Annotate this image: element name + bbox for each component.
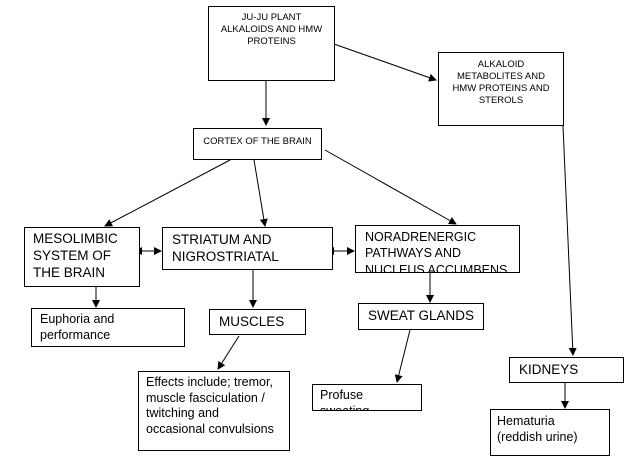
arrow-cortex-to-striatum bbox=[253, 159, 268, 227]
noradrenergic-node: NORADRENERGIC PATHWAYS AND NUCLEUS ACCUM… bbox=[355, 225, 520, 273]
effects-label: Effects include; tremor, muscle fascicul… bbox=[146, 375, 274, 436]
arrow-muscles-to-effects bbox=[217, 335, 240, 370]
muscles-node: MUSCLES bbox=[209, 309, 306, 335]
sweat-glands-label: SWEAT GLANDS bbox=[368, 308, 475, 323]
hematuria-label: Hematuria (reddish urine) bbox=[497, 414, 578, 444]
juju-plant-node: JU-JU PLANT ALKALOIDS AND HMW PROTEINS bbox=[208, 6, 335, 81]
alkaloid-metabolites-label: ALKALOID METABOLITES AND HMW PROTEINS AN… bbox=[452, 59, 550, 106]
alkaloid-metabolites-node: ALKALOID METABOLITES AND HMW PROTEINS AN… bbox=[438, 52, 564, 126]
sweat-glands-node: SWEAT GLANDS bbox=[358, 303, 484, 330]
profuse-sweating-node: Profuse sweating bbox=[312, 384, 422, 411]
striatum-node: STRIATUM AND NIGROSTRIATAL bbox=[162, 227, 333, 270]
cortex-node: CORTEX OF THE BRAIN bbox=[193, 128, 322, 160]
arrow-juju-to-metabolites bbox=[333, 43, 437, 82]
striatum-label: STRIATUM AND NIGROSTRIATAL bbox=[172, 232, 279, 264]
profuse-sweating-label: Profuse sweating bbox=[320, 388, 370, 411]
arrow-sweat-to-sweating bbox=[394, 329, 411, 383]
cortex-label: CORTEX OF THE BRAIN bbox=[203, 136, 312, 147]
kidneys-label: KIDNEYS bbox=[519, 362, 579, 377]
arrow-cortex-to-noradrenergic bbox=[324, 149, 457, 225]
euphoria-node: Euphoria and performance bbox=[31, 308, 185, 347]
euphoria-label: Euphoria and performance bbox=[40, 312, 115, 342]
hematuria-node: Hematuria (reddish urine) bbox=[490, 409, 610, 456]
juju-plant-label: JU-JU PLANT ALKALOIDS AND HMW PROTEINS bbox=[220, 12, 323, 47]
effects-node: Effects include; tremor, muscle fascicul… bbox=[138, 371, 290, 451]
muscles-label: MUSCLES bbox=[219, 314, 285, 329]
mesolimbic-node: MESOLIMBIC SYSTEM OF THE BRAIN bbox=[24, 227, 140, 287]
mesolimbic-label: MESOLIMBIC SYSTEM OF THE BRAIN bbox=[33, 231, 118, 280]
kidneys-node: KIDNEYS bbox=[509, 357, 624, 383]
arrow-cortex-to-mesolimbic bbox=[104, 159, 231, 227]
arrow-metabolites-to-kidneys bbox=[562, 125, 577, 356]
noradrenergic-label: NORADRENERGIC PATHWAYS AND NUCLEUS ACCUM… bbox=[365, 230, 508, 273]
